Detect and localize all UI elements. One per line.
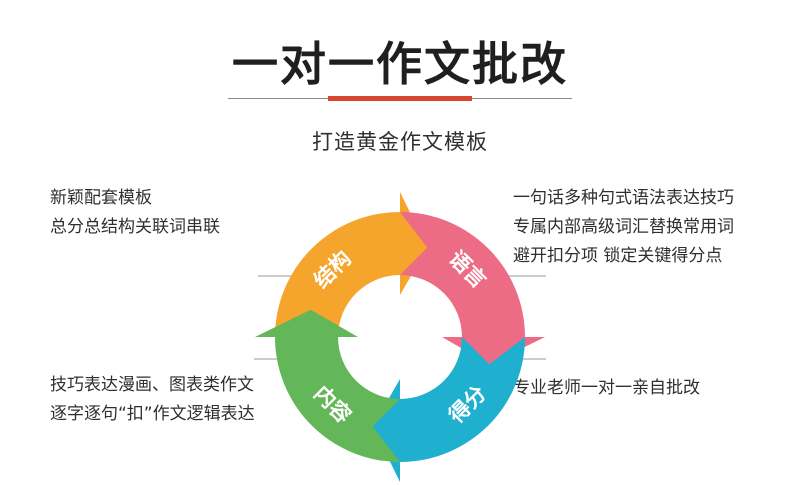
title-accent-bar	[328, 96, 472, 101]
segment-score	[372, 337, 525, 482]
content-note-1: 技巧表达漫画、图表类作文	[50, 375, 254, 395]
language-note-1: 一句话多种句式语法表达技巧	[513, 188, 734, 208]
content-notes: 技巧表达漫画、图表类作文 逐字逐句“扣”作文逻辑表达	[50, 371, 255, 429]
page-subtitle: 打造黄金作文模板	[312, 130, 488, 154]
score-note-1: 专业老师一对一亲自批改	[513, 378, 700, 398]
segment-structure	[275, 192, 428, 337]
structure-note-1: 新颖配套模板	[50, 188, 152, 208]
language-note-3: 避开扣分项 锁定关键得分点	[513, 246, 723, 266]
page-title: 一对一作文批改	[232, 37, 568, 91]
language-note-2: 专属内部高级词汇替换常用词	[513, 217, 734, 237]
structure-note-2: 总分总结构关联词串联	[50, 217, 220, 237]
segment-content	[255, 309, 400, 462]
language-notes: 一句话多种句式语法表达技巧 专属内部高级词汇替换常用词 避开扣分项 锁定关键得分…	[513, 184, 734, 271]
score-notes: 专业老师一对一亲自批改	[513, 374, 700, 403]
content-note-2: 逐字逐句“扣”作文逻辑表达	[50, 404, 255, 424]
structure-notes: 新颖配套模板 总分总结构关联词串联	[50, 184, 220, 242]
segment-language	[400, 212, 545, 365]
